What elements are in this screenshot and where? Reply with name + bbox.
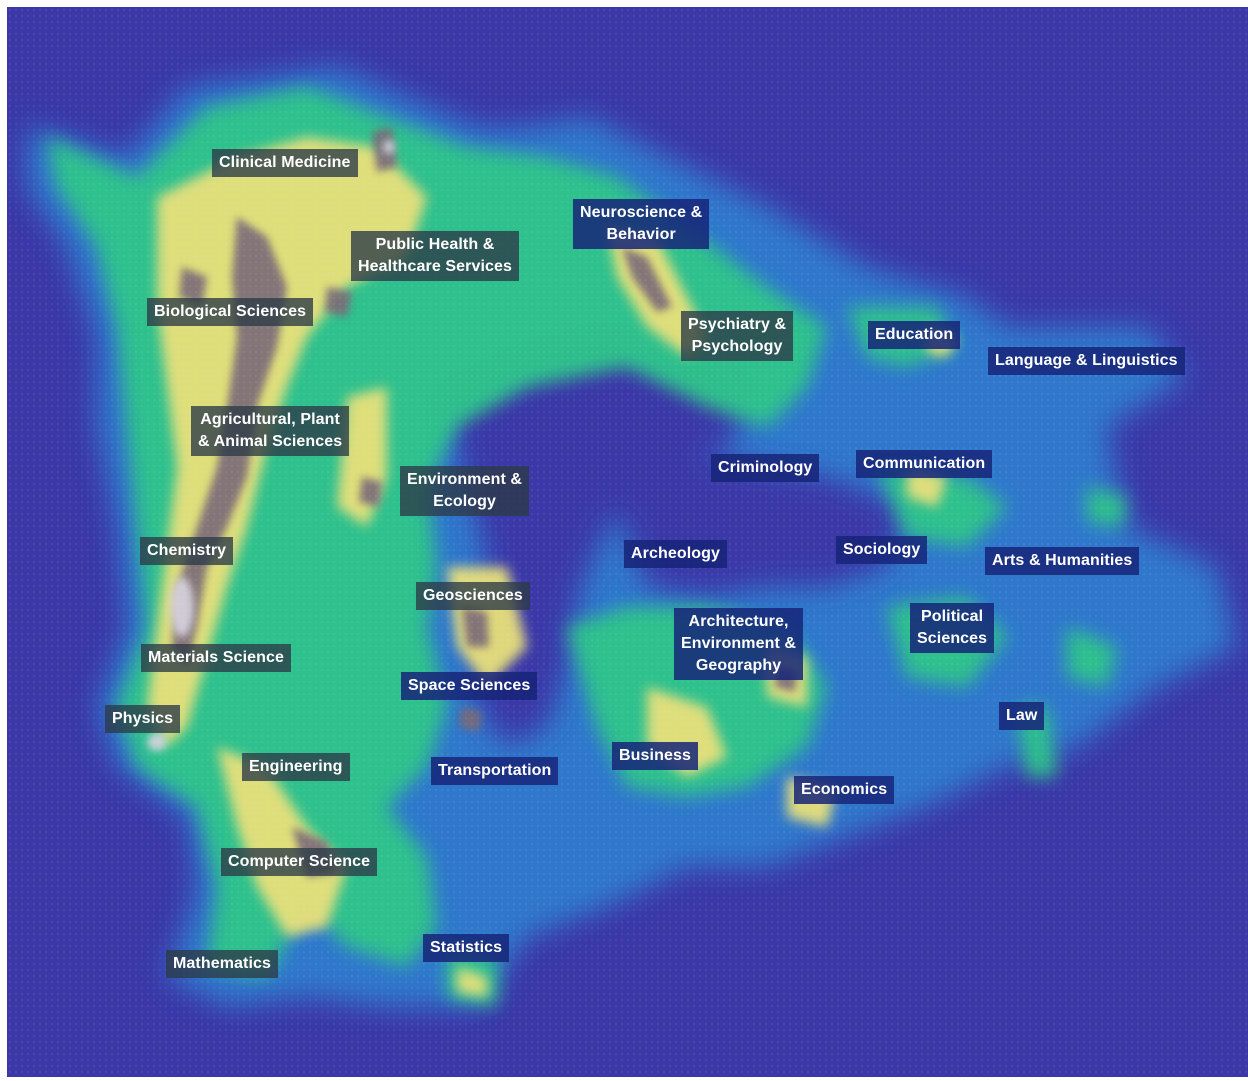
label-statistics: Statistics xyxy=(423,934,510,962)
label-architecture: Architecture, Environment & Geography xyxy=(674,608,804,680)
label-political-sciences: Political Sciences xyxy=(910,603,995,653)
label-law: Law xyxy=(999,702,1045,730)
label-engineering: Engineering xyxy=(242,753,350,781)
label-mathematics: Mathematics xyxy=(166,950,279,978)
label-physics: Physics xyxy=(105,705,181,733)
label-arts-humanities: Arts & Humanities xyxy=(985,547,1140,575)
label-communication: Communication xyxy=(856,450,993,478)
label-space-sciences: Space Sciences xyxy=(401,672,538,700)
label-economics: Economics xyxy=(794,776,895,804)
label-computer-science: Computer Science xyxy=(221,848,378,876)
label-biological-sciences: Biological Sciences xyxy=(147,298,314,326)
label-transportation: Transportation xyxy=(431,757,559,785)
label-criminology: Criminology xyxy=(711,454,820,482)
label-sociology: Sociology xyxy=(836,536,928,564)
label-geosciences: Geosciences xyxy=(416,582,530,610)
label-environment-ecology: Environment & Ecology xyxy=(400,466,530,516)
label-clinical-medicine: Clinical Medicine xyxy=(212,149,358,177)
label-business: Business xyxy=(612,742,698,770)
label-materials-science: Materials Science xyxy=(141,644,291,672)
label-archeology: Archeology xyxy=(624,540,728,568)
label-neuroscience-behavior: Neuroscience & Behavior xyxy=(573,199,710,249)
label-chemistry: Chemistry xyxy=(140,537,234,565)
label-language-linguistics: Language & Linguistics xyxy=(988,347,1185,375)
label-education: Education xyxy=(868,321,961,349)
label-psychiatry-psychology: Psychiatry & Psychology xyxy=(681,311,794,361)
label-agricultural: Agricultural, Plant & Animal Sciences xyxy=(191,406,350,456)
research-density-map: Clinical Medicine Neuroscience & Behavio… xyxy=(7,7,1248,1077)
label-public-health: Public Health & Healthcare Services xyxy=(351,231,520,281)
